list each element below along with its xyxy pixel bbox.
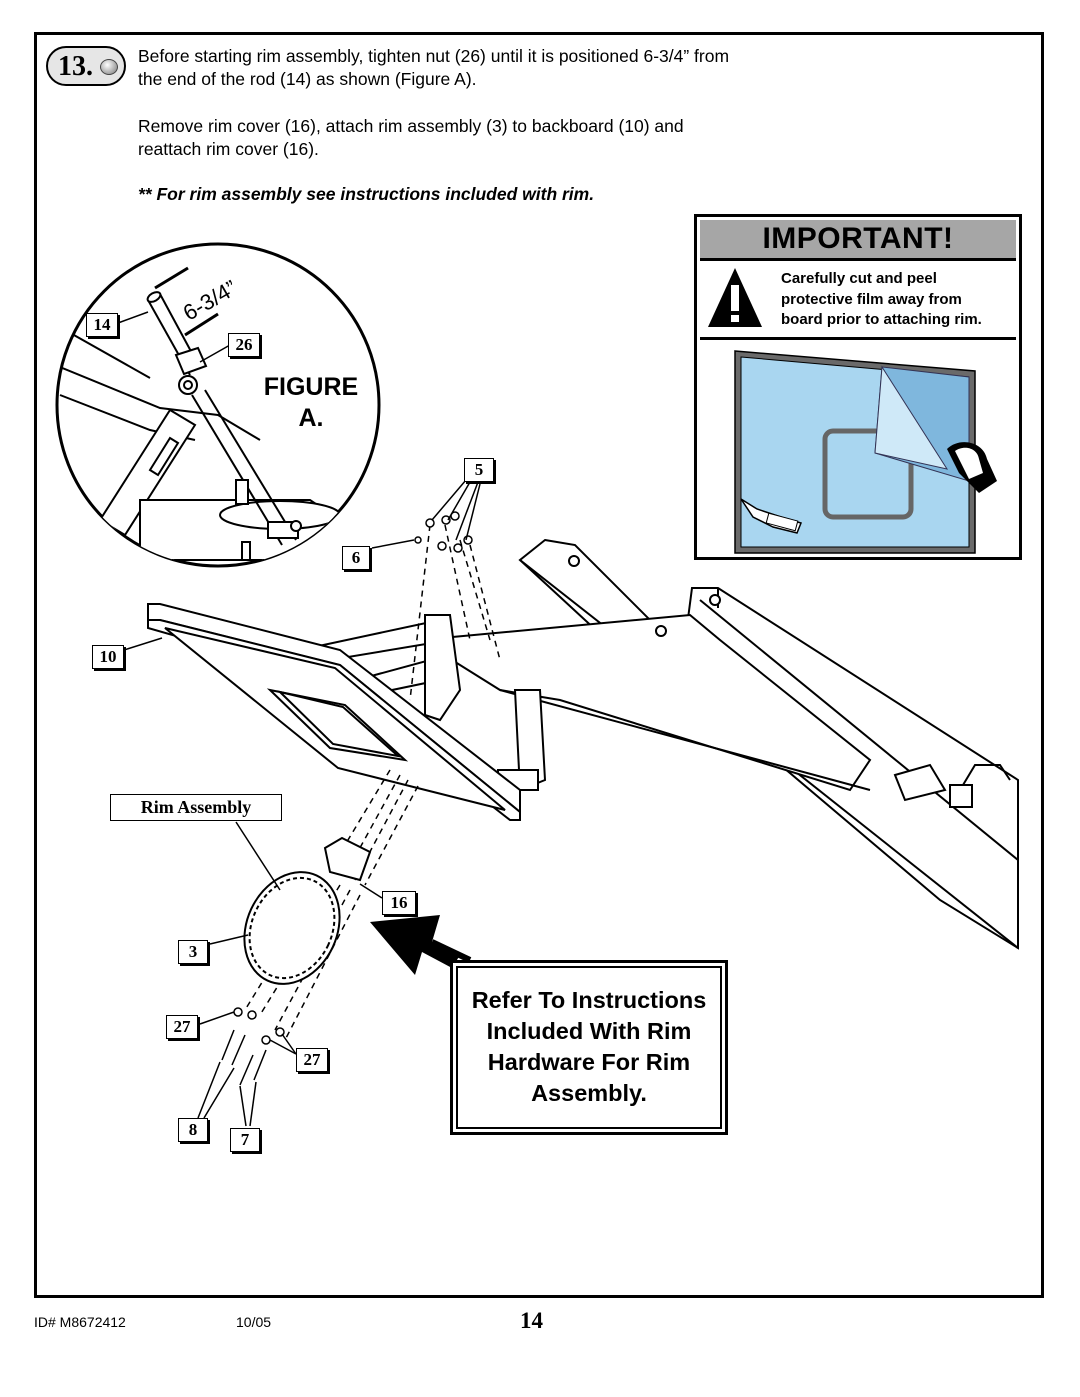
- step-badge: 13.: [46, 46, 126, 86]
- pole-frame: [299, 538, 1019, 950]
- refer-instructions-text: Refer To Instructions Included With Rim …: [453, 985, 725, 1109]
- important-box: IMPORTANT! Carefully cut and peel protec…: [694, 214, 1022, 560]
- step-bullet-icon: [100, 59, 118, 75]
- callout-16: 16: [382, 891, 416, 915]
- refer-line: Hardware For Rim: [487, 1049, 691, 1075]
- instruction-line: Remove rim cover (16), attach rim assemb…: [138, 116, 684, 136]
- direction-arrow: [370, 915, 472, 975]
- instruction-text-1: Before starting rim assembly, tighten nu…: [138, 45, 729, 91]
- step-number: 13.: [58, 51, 93, 82]
- instruction-line: the end of the rod (14) as shown (Figure…: [138, 69, 477, 89]
- important-text-line: protective film away from: [781, 290, 962, 308]
- document-date: 10/05: [236, 1314, 272, 1330]
- warning-triangle-icon: [708, 268, 762, 327]
- callout-14: 14: [86, 313, 118, 337]
- callout-leaders: [123, 479, 481, 1127]
- important-text-line: board prior to attaching rim.: [781, 311, 982, 328]
- figure-a-detail: 6-3/4”: [55, 242, 381, 568]
- callout-7: 7: [230, 1128, 260, 1152]
- figure-label-line: FIGURE: [263, 373, 359, 401]
- callout-3: 3: [178, 940, 208, 964]
- important-text-line: Carefully cut and peel: [781, 270, 937, 287]
- figure-a-label: FIGURE A.: [256, 372, 366, 434]
- callout-8: 8: [178, 1118, 208, 1142]
- hardware-5-6: [414, 511, 473, 553]
- refer-line: Assembly.: [531, 1080, 647, 1106]
- hardware-7-8-27: [221, 1007, 285, 1086]
- rim-assembly: [243, 836, 372, 985]
- document-id: ID# M8672412: [34, 1314, 126, 1330]
- film-peel-illustration: [734, 350, 997, 554]
- important-divider: [700, 337, 1016, 340]
- important-text: Carefully cut and peel protective film a…: [781, 269, 1017, 331]
- instruction-text-2: Remove rim cover (16), attach rim assemb…: [138, 115, 684, 161]
- rim-assembly-label: Rim Assembly: [110, 794, 282, 821]
- refer-line: Refer To Instructions: [471, 987, 707, 1013]
- backboard: [147, 603, 521, 821]
- page-frame: [34, 32, 1044, 1298]
- callout-5: 5: [464, 458, 494, 482]
- figure-label-line: A.: [298, 404, 324, 432]
- page-number: 14: [520, 1308, 543, 1333]
- callout-10: 10: [92, 645, 124, 669]
- callout-6: 6: [342, 546, 370, 570]
- callout-27-right: 27: [296, 1048, 328, 1072]
- callout-27-left: 27: [166, 1015, 198, 1039]
- instruction-line: Before starting rim assembly, tighten nu…: [138, 46, 730, 66]
- important-title: IMPORTANT!: [700, 220, 1016, 261]
- refer-line: Included With Rim: [486, 1018, 692, 1044]
- callout-26: 26: [228, 333, 260, 357]
- refer-instructions-box: Refer To Instructions Included With Rim …: [450, 960, 728, 1135]
- instruction-line: reattach rim cover (16).: [138, 139, 319, 159]
- rim-note: ** For rim assembly see instructions inc…: [138, 184, 595, 204]
